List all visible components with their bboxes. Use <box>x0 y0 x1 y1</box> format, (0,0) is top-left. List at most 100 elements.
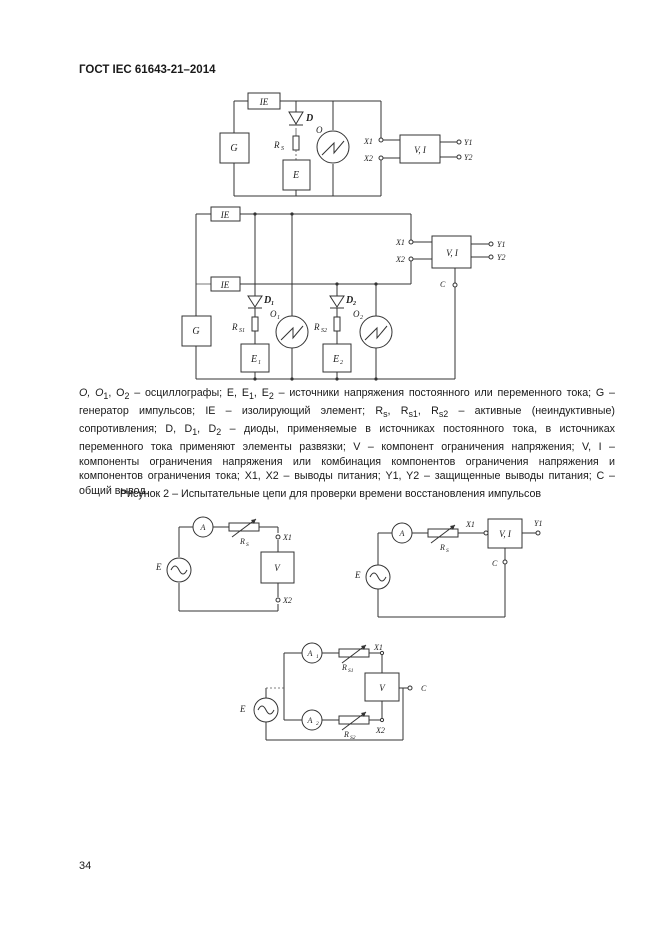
label-rs-sub: S <box>246 542 249 548</box>
label-o2: O <box>353 309 360 319</box>
box-vi-label: V, I <box>414 145 427 155</box>
diode-icon <box>288 111 304 125</box>
label-o2-sub: 2 <box>360 315 363 321</box>
label-d1: D <box>263 295 271 306</box>
label-y1-b: Y1 <box>497 240 505 249</box>
label-o: O <box>316 125 323 135</box>
label-rs2-sub: S2 <box>321 328 327 334</box>
label-o1-sub: 1 <box>277 315 280 321</box>
fig3-right-circuit: A V, I E R S X1 Y1 C <box>354 518 542 618</box>
legend-sub: 2 <box>268 391 274 402</box>
ammeter-icon <box>192 516 214 538</box>
legend-sub: 1 <box>192 427 198 438</box>
legend-part: – активные (неиндуктивные) сопротивления… <box>79 404 615 435</box>
figure-legend: O, O1, O2 – осциллографы; E, E1, E2 – ис… <box>79 386 615 499</box>
meter-a1-sub: 1 <box>316 654 319 660</box>
source-e2-box <box>322 343 352 373</box>
meter-a2-label: A <box>399 529 405 538</box>
box-e1-sub: 1 <box>258 360 261 366</box>
label-x2: X2 <box>363 154 373 163</box>
isolating-element-1-box <box>210 206 241 222</box>
figure-caption: Рисунок 2 – Испытательные цепи для прове… <box>119 488 542 500</box>
label-d: D <box>305 113 313 124</box>
label-rs: R <box>239 537 245 546</box>
box-e1-label: E <box>250 354 257 365</box>
box-ie1-label: IE <box>220 210 230 220</box>
box-vi2-label: V, I <box>446 248 459 258</box>
legend-part: , R <box>387 404 409 417</box>
component-v-box-2 <box>364 672 400 702</box>
label-rs1: R <box>231 322 238 332</box>
legend-part: , D <box>197 422 217 435</box>
label-d2-sub: 2 <box>352 301 356 307</box>
fig3-left-circuit: A V E R S X1 X2 <box>155 516 295 612</box>
source-e-box <box>282 159 311 191</box>
ammeter-a1-icon <box>301 642 323 664</box>
ammeter-icon-2 <box>391 522 413 544</box>
source-e1-box <box>240 343 270 373</box>
label-d2: D <box>345 295 353 306</box>
resistor-rs2 <box>333 316 341 332</box>
oscilloscope-icon <box>316 130 350 164</box>
oscilloscope-o1-icon <box>275 315 309 349</box>
box-e2-label: E <box>332 354 339 365</box>
limiter-vi-box-3 <box>487 518 523 549</box>
legend-sub: 1 <box>248 391 254 402</box>
label-rs1-b-sub: S1 <box>348 668 354 674</box>
label-rs2: R <box>313 322 320 332</box>
label-e: E <box>155 562 162 572</box>
label-c-b: C <box>440 280 446 289</box>
label-c-r: C <box>492 559 498 568</box>
meter-a2-sub: 2 <box>316 721 319 727</box>
label-rs1-b: R <box>341 663 347 672</box>
generator-box-2 <box>181 315 212 347</box>
document-header: ГОСТ IEC 61643-21–2014 <box>79 64 216 76</box>
box-e-label: E <box>292 170 299 181</box>
label-rs: R <box>273 140 280 150</box>
label-x1-bb: X1 <box>373 643 383 652</box>
label-rs1-sub: S1 <box>239 328 245 334</box>
resistor-rs1 <box>251 316 259 332</box>
diode-d1-icon <box>247 295 263 308</box>
legend-part: – осциллографы; E, E <box>129 387 249 399</box>
variable-resistor-rs2-icon <box>338 715 370 725</box>
legend-sub: 2 <box>124 391 130 402</box>
label-rs2-b-sub: S2 <box>350 735 356 741</box>
box-g-label: G <box>230 143 237 154</box>
label-rs-r-sub: S <box>446 548 449 554</box>
legend-part: , O <box>108 387 125 399</box>
legend-sub: s2 <box>438 409 449 420</box>
box-vi3-label: V, I <box>499 529 512 539</box>
fig2-bottom-circuit: IE IE G E 1 E 2 V, I <box>181 206 505 381</box>
label-o1: O <box>270 309 277 319</box>
ammeter-a2-icon <box>301 709 323 731</box>
legend-part: , E <box>253 387 269 399</box>
legend-sub: s1 <box>408 409 418 420</box>
label-e-r: E <box>354 570 361 580</box>
box-e2-sub: 2 <box>340 360 343 366</box>
diode-d2-icon <box>329 295 345 308</box>
oscilloscope-o2-icon <box>359 315 393 349</box>
box-ie-label: IE <box>259 97 269 107</box>
label-rs2-b: R <box>343 730 349 739</box>
label-x1-l: X1 <box>282 533 292 542</box>
legend-part: – диоды, применяемые в источниках постоя… <box>79 422 615 498</box>
generator-box <box>219 132 250 164</box>
label-rs-r: R <box>439 543 445 552</box>
label-d1-sub: 1 <box>271 301 274 307</box>
limiter-vi-box <box>399 134 441 164</box>
label-y1-r: Y1 <box>534 519 542 528</box>
label-e-b: E <box>239 704 246 714</box>
page-number: 34 <box>79 860 92 872</box>
box-g2-label: G <box>192 326 199 337</box>
isolating-element-box <box>247 92 281 110</box>
resistor-rs <box>292 135 300 151</box>
legend-sub: 2 <box>216 427 222 438</box>
fig2-top-circuit: IE G E V, I D R S O X1 X2 Y1 Y2 <box>219 92 472 197</box>
legend-sub: 1 <box>103 391 109 402</box>
label-rs-sub: S <box>281 146 284 152</box>
isolating-element-2-box <box>210 276 241 292</box>
variable-resistor-icon-2 <box>427 528 459 538</box>
label-x1: X1 <box>363 137 373 146</box>
